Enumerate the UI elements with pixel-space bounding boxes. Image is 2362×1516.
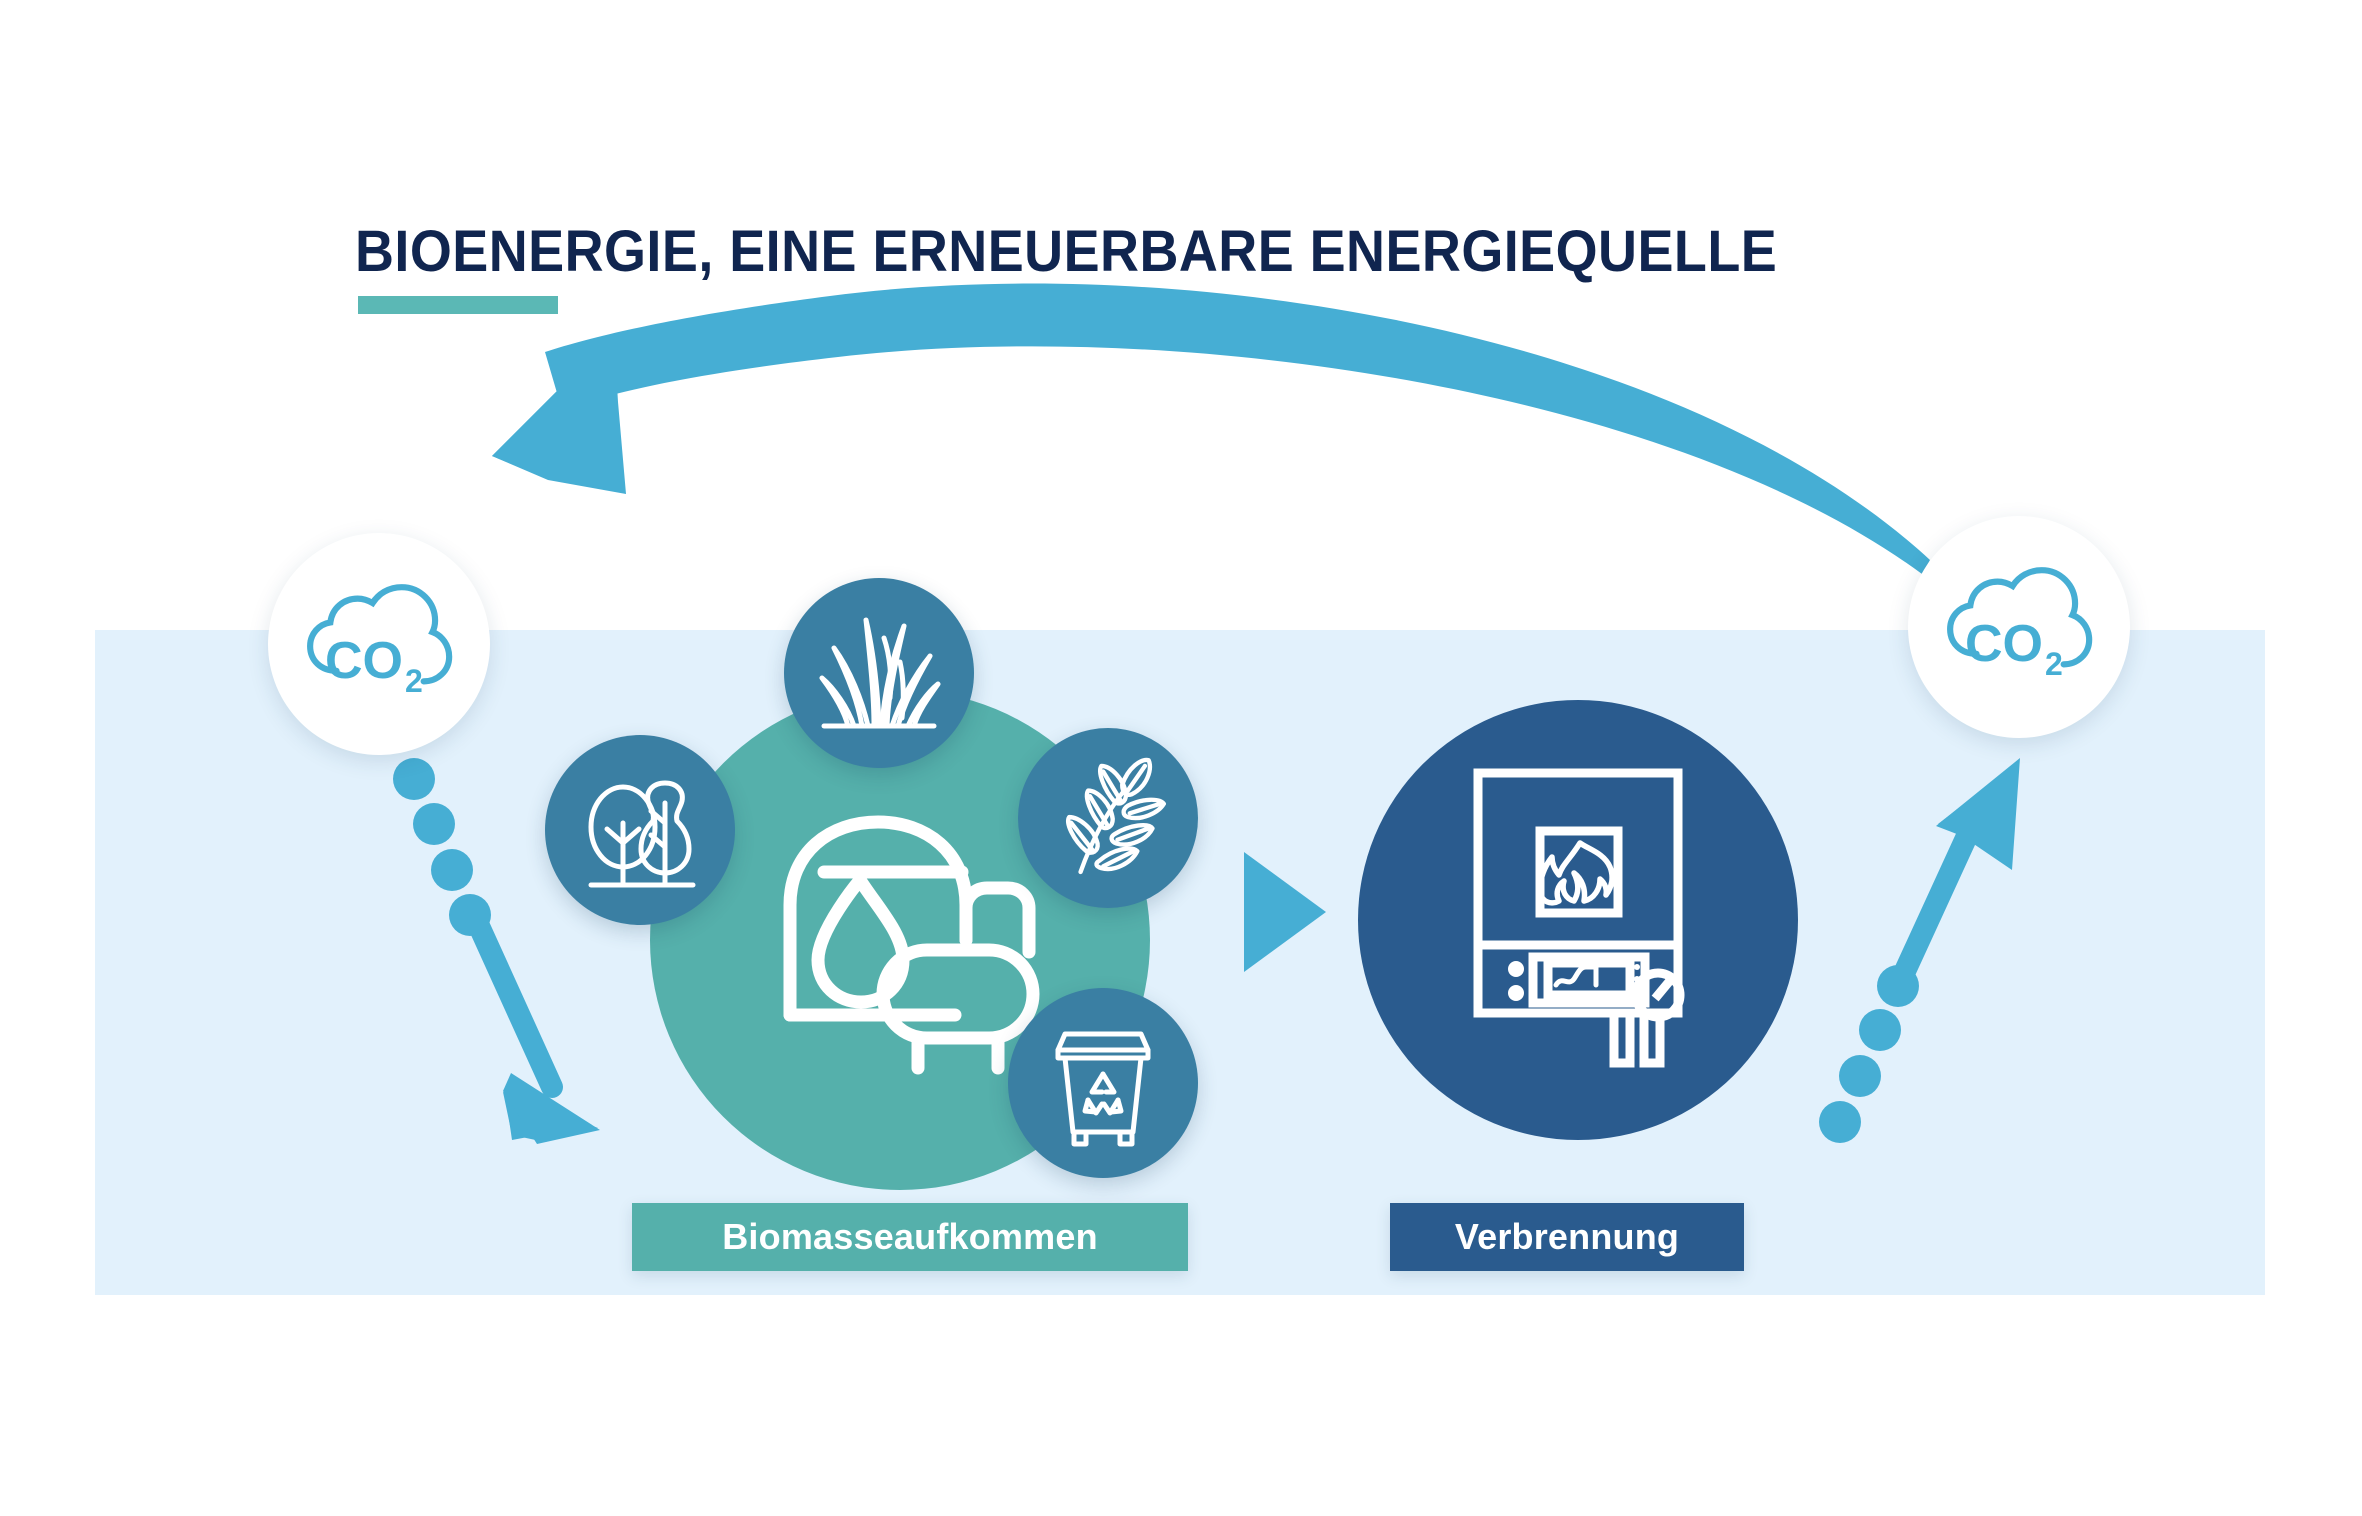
grass-icon bbox=[819, 617, 941, 729]
co2-subscript: 2 bbox=[2045, 646, 2063, 682]
biomass-label-tag: Biomasseaufkommen bbox=[632, 1203, 1188, 1271]
recycling-bin-icon bbox=[1055, 1031, 1151, 1147]
page-title: BIOENERGIE, EINE ERNEUERBARE ENERGIEQUEL… bbox=[355, 219, 1778, 284]
satellite-grass bbox=[784, 578, 974, 768]
cycle-arrow bbox=[492, 283, 1930, 574]
satellite-leaf-branch bbox=[1018, 728, 1198, 908]
co2-node-left: CO 2 bbox=[268, 533, 490, 755]
boiler-flame-icon bbox=[1473, 768, 1685, 1068]
trees-icon bbox=[588, 780, 696, 888]
absorption-arrow bbox=[393, 758, 600, 1144]
co2-cloud-icon: CO 2 bbox=[1947, 567, 2093, 682]
satellite-trees bbox=[545, 735, 735, 925]
co2-cloud-icon: CO 2 bbox=[307, 584, 453, 699]
emission-arrow bbox=[1819, 758, 2020, 1143]
co2-label: CO bbox=[1965, 615, 2043, 673]
co2-label: CO bbox=[325, 632, 403, 690]
co2-node-right: CO 2 bbox=[1908, 516, 2130, 738]
title-underline-rule bbox=[358, 296, 558, 314]
combustion-main-circle bbox=[1358, 700, 1798, 1140]
process-arrow bbox=[1244, 852, 1326, 972]
combustion-label-tag: Verbrennung bbox=[1390, 1203, 1744, 1271]
satellite-recycling-bin bbox=[1008, 988, 1198, 1178]
leaf-branch-icon bbox=[1066, 757, 1167, 875]
co2-subscript: 2 bbox=[405, 663, 423, 699]
